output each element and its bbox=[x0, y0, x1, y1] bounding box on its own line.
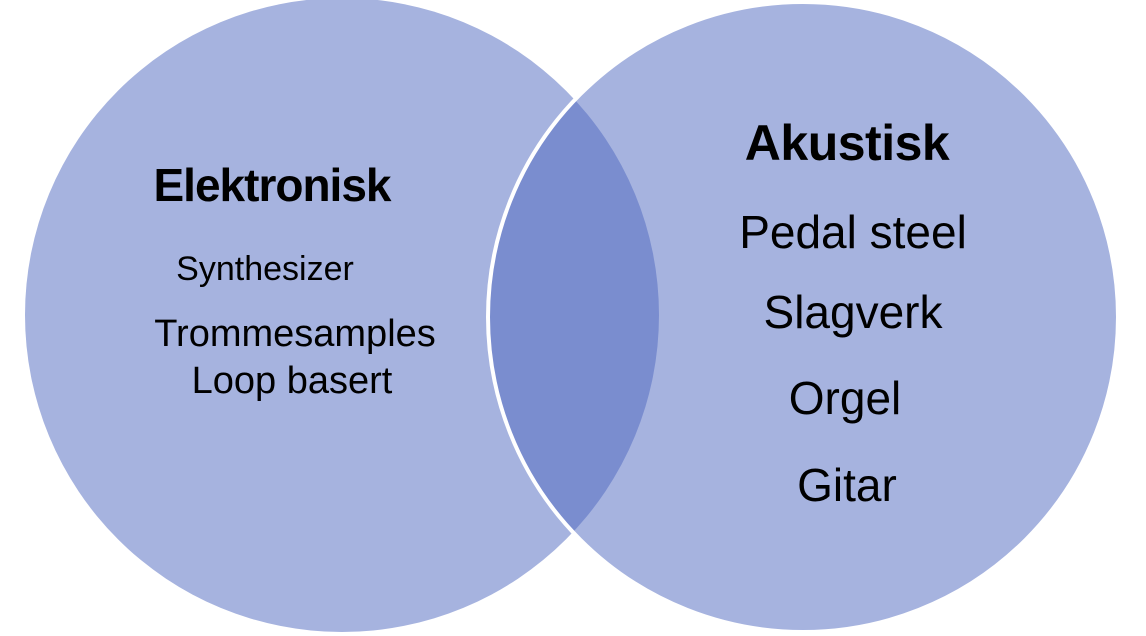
right-set-item: Gitar bbox=[797, 459, 897, 511]
left-set-title: Elektronisk bbox=[153, 159, 392, 211]
right-set-item: Slagverk bbox=[763, 286, 943, 338]
left-circle-elektronisk bbox=[25, 0, 659, 632]
right-set-title: Akustisk bbox=[744, 115, 950, 171]
right-set-item: Orgel bbox=[788, 372, 902, 424]
right-set-item: Pedal steel bbox=[739, 206, 967, 258]
right-circle-akustisk bbox=[486, 0, 1120, 634]
left-set-item: Loop basert bbox=[191, 360, 393, 402]
left-set-item: Trommesamples bbox=[154, 313, 436, 355]
left-set-item: Synthesizer bbox=[176, 250, 354, 288]
